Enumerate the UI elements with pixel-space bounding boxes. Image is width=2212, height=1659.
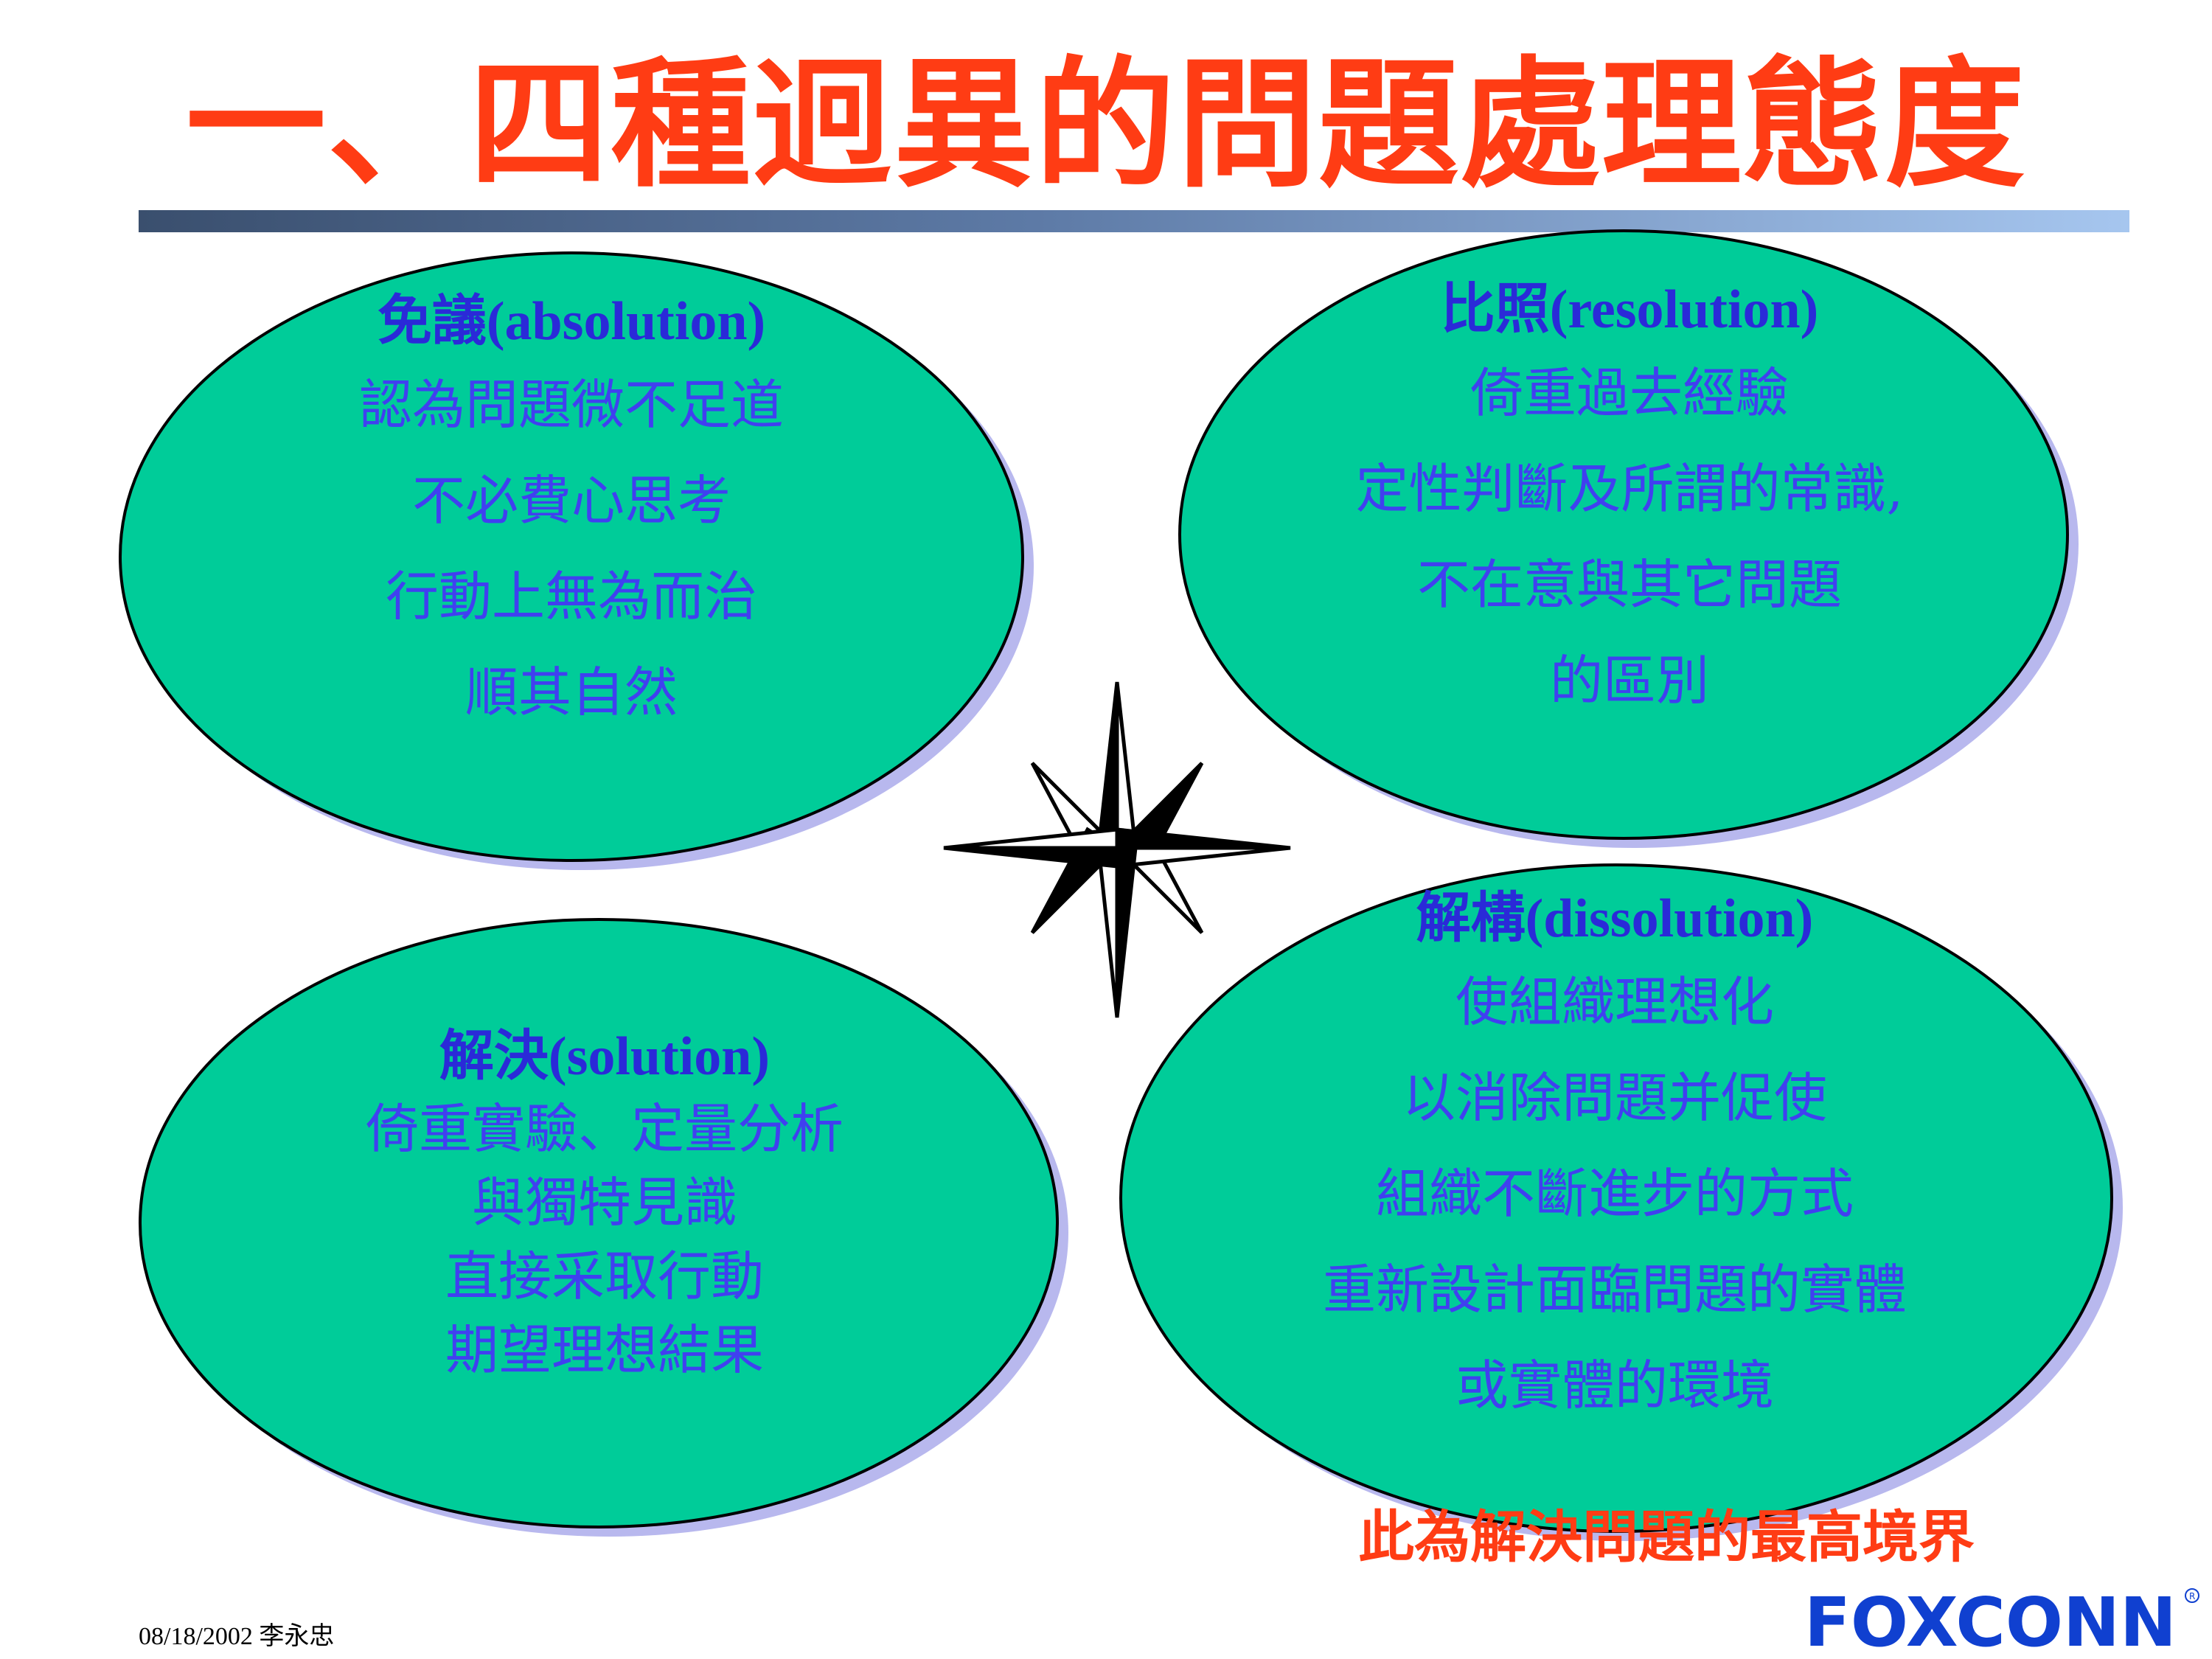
resolution-line: 的區別 [1549,650,1709,712]
solution-line: 期望理想結果 [445,1319,764,1381]
dissolution-line: 使組織理想化 [1455,971,1774,1033]
absolution-title: 免議(absolution) [377,291,766,352]
footer-date-author: 08/18/2002 李永忠 [139,1623,335,1650]
title-underline-bar [139,210,2129,232]
resolution-title: 比照(resolution) [1440,279,1819,340]
absolution-line: 認為問題微不足道 [358,374,784,436]
absolution-line: 不必費心思考 [411,470,731,532]
solution-line: 直接采取行動 [445,1245,764,1307]
resolution-line: 不在意與其它問題 [1416,554,1842,616]
absolution-line: 行動上無為而治 [385,566,757,627]
dissolution-line: 或實體的環境 [1455,1354,1774,1416]
dissolution-line: 組織不斷進步的方式 [1375,1163,1854,1225]
solution-line: 與獨特見識 [471,1172,737,1234]
solution-bubble: 解決(solution) 倚重實驗、定量分析 與獨特見識 直接采取行動 期望理想… [140,1021,1069,1387]
dissolution-line: 重新設計面臨問題的實體 [1322,1259,1907,1321]
resolution-ellipse [1178,229,2069,840]
highlight-caption: 此為解決問題的最高境界 [1358,1504,1975,1570]
logo-wordmark: FOXCONN [1804,1585,2177,1655]
absolution-ellipse [119,251,1024,862]
dissolution-title: 解構(dissolution) [1416,888,1814,949]
dissolution-bubble: 解構(dissolution) 使組織理想化 以消除問題并促使 組織不斷進步的方… [1121,883,2109,1433]
registered-mark-glyph: R [2189,1591,2195,1601]
slide-title: 一、四種迥異的問題處理態度 [185,44,2026,206]
resolution-line: 定性判斷及所謂的常識, [1355,458,1904,520]
registered-mark-icon [2185,1588,2199,1603]
absolution-bubble: 免議(absolution) 認為問題微不足道 不必費心思考 行動上無為而治 順… [125,286,1018,740]
foxconn-logo: FOXCONN R [1804,1585,2199,1655]
compass-star-icon [943,681,1291,1018]
absolution-line: 順其自然 [465,661,678,723]
solution-ellipse [139,918,1059,1528]
resolution-bubble: 比照(resolution) 倚重過去經驗 定性判斷及所謂的常識, 不在意與其它… [1187,274,2072,728]
dissolution-ellipse [1119,863,2113,1533]
solution-title: 解決(solution) [439,1026,771,1087]
resolution-line: 倚重過去經驗 [1470,362,1789,424]
solution-line: 倚重實驗、定量分析 [365,1098,844,1160]
dissolution-line: 以消除問題并促使 [1402,1067,1827,1129]
